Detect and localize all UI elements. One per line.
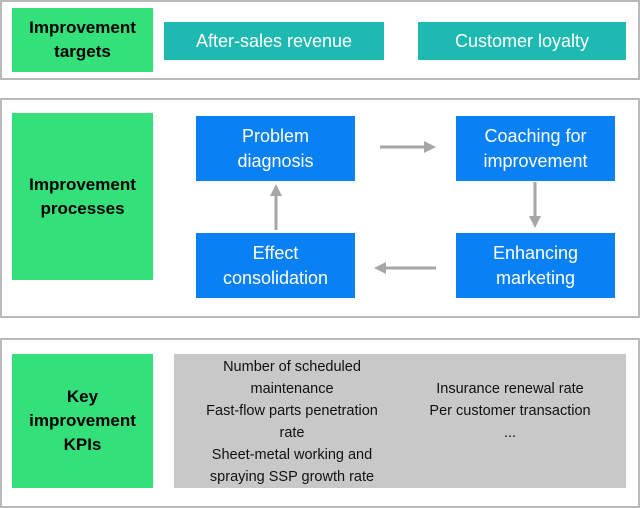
kpis-left-column: Number of scheduled maintenance Fast-flo…: [182, 356, 402, 488]
arrow-down-head: [529, 216, 541, 228]
target-customer-loyalty: Customer loyalty: [418, 22, 626, 60]
kpi-sheet-metal-ssp: Sheet-metal working and spraying SSP gro…: [209, 447, 375, 485]
kpis-right-column: Insurance renewal rate Per customer tran…: [410, 378, 610, 444]
arrow-up-head: [270, 184, 282, 196]
step-problem-diagnosis: Problem diagnosis: [196, 116, 355, 181]
kpi-fast-flow-parts: Fast-flow parts penetration rate: [206, 403, 378, 441]
step-coaching-for-improvement: Coaching for improvement: [456, 116, 615, 181]
kpis-label-text: Key improvement KPIs: [29, 387, 136, 454]
target-after-sales-revenue: After-sales revenue: [164, 22, 384, 60]
kpi-scheduled-maintenance: Number of scheduled maintenance: [223, 359, 361, 397]
targets-label: Improvement targets: [12, 8, 153, 72]
step-enhancing-marketing: Enhancing marketing: [456, 233, 615, 298]
processes-label-text: Improvement processes: [29, 174, 136, 218]
kpis-label: Key improvement KPIs: [12, 354, 153, 488]
step-effect-consolidation: Effect consolidation: [196, 233, 355, 298]
kpi-insurance-renewal: Insurance renewal rate: [436, 381, 584, 397]
kpis-box: Number of scheduled maintenance Fast-flo…: [174, 354, 626, 488]
kpi-ellipsis: ...: [503, 425, 517, 441]
arrow-left-head: [374, 262, 386, 274]
arrow-right-head: [424, 141, 436, 153]
kpi-per-customer-transaction: Per customer transaction: [429, 403, 591, 419]
processes-label: Improvement processes: [12, 113, 153, 280]
targets-label-text: Improvement targets: [29, 18, 136, 61]
